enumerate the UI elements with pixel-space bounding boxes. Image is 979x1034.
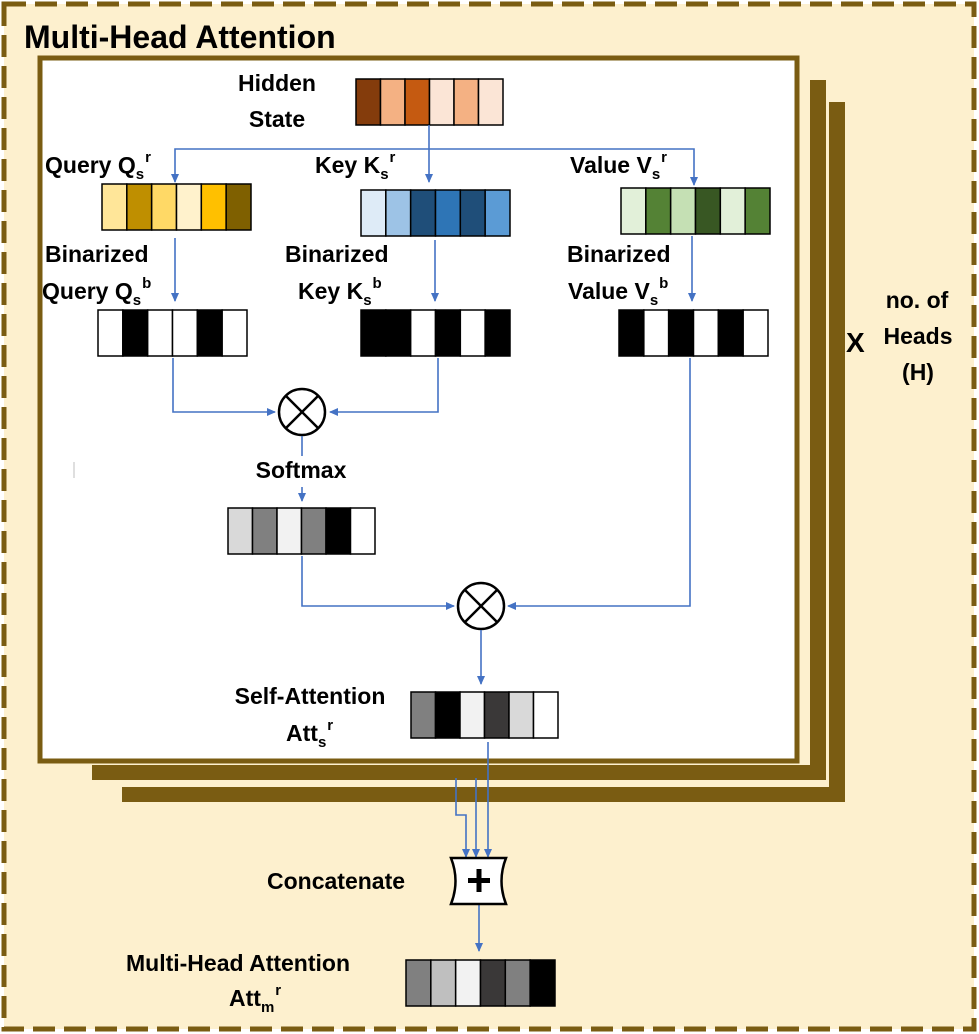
value-vector-cell-2: [645, 187, 672, 235]
value-vector-cell-1: [620, 187, 647, 235]
softmax-vector-cell-6: [349, 507, 376, 555]
self-attention-vector-cell-4: [483, 691, 510, 739]
binarized-query-vector: [97, 309, 248, 357]
binarized-query-vector-cell-6: [221, 309, 248, 357]
hidden-state-vector-cell-6: [477, 78, 504, 126]
binarized-key-label-2: Key Ksb: [298, 275, 382, 309]
query-vector: [101, 183, 252, 231]
title: Multi-Head Attention: [24, 19, 336, 55]
binarized-value-vector-cell-5: [717, 309, 744, 357]
key-vector-cell-4: [434, 189, 462, 237]
multihead-output-label-1: Multi-Head Attention: [126, 950, 350, 976]
multiply-node-qk: [277, 387, 327, 437]
query-vector-cell-5: [200, 183, 227, 231]
query-vector-cell-1: [101, 183, 128, 231]
self-attention-vector-cell-3: [459, 691, 486, 739]
self-attention-label-1: Self-Attention: [235, 683, 386, 709]
binarized-value-vector: [618, 309, 769, 357]
binarized-query-label-2: Query Qsb: [42, 275, 151, 309]
heads-label-3: (H): [902, 359, 934, 385]
softmax-vector-cell-5: [325, 507, 352, 555]
value-vector-cell-6: [744, 187, 771, 235]
self-attention-vector-cell-2: [434, 691, 461, 739]
key-vector: [360, 189, 511, 237]
softmax-vector-cell-3: [276, 507, 303, 555]
binarized-value-vector-cell-2: [643, 309, 670, 357]
binarized-query-vector-cell-1: [97, 309, 124, 357]
query-vector-cell-4: [175, 183, 203, 231]
self-attention-vector-cell-5: [508, 691, 535, 739]
hidden-state-vector-cell-4: [428, 78, 455, 126]
softmax-label: Softmax: [256, 457, 347, 483]
multihead-output-vector-cell-3: [454, 959, 482, 1007]
attention-head-panel: [37, 55, 800, 764]
hidden-state-vector-cell-2: [379, 78, 406, 126]
self-attention-vector: [410, 691, 559, 739]
multiply-node-sv: [456, 581, 506, 631]
hidden-state-vector-cell-3: [404, 78, 431, 126]
hidden-state-vector: [355, 78, 504, 126]
query-vector-cell-2: [126, 183, 153, 231]
softmax-vector-cell-1: [227, 507, 254, 555]
binarized-query-vector-cell-2: [122, 309, 149, 357]
binarized-key-vector-cell-6: [484, 309, 511, 357]
key-vector-cell-1: [360, 189, 387, 237]
multihead-output-vector-cell-1: [405, 959, 432, 1007]
heads-label-1: no. of: [886, 287, 949, 313]
query-label: Query Qsr: [45, 149, 151, 183]
query-vector-cell-6: [225, 183, 252, 231]
multihead-output-vector-cell-6: [529, 959, 556, 1007]
query-vector-cell-3: [150, 183, 178, 231]
self-attention-vector-cell-6: [532, 691, 559, 739]
binarized-value-vector-cell-3: [667, 309, 695, 357]
connector-arrows: [171, 125, 698, 952]
key-vector-cell-3: [409, 189, 437, 237]
self-attention-vector-cell-1: [410, 691, 437, 739]
value-vector-cell-4: [694, 187, 722, 235]
concatenate-label: Concatenate: [267, 868, 405, 894]
binarized-key-vector: [360, 309, 511, 357]
value-vector: [620, 187, 771, 235]
self-attention-label-2: Attsr: [286, 717, 333, 751]
hidden-state-label-2: State: [249, 106, 305, 132]
binarized-key-vector-cell-4: [434, 309, 462, 357]
binarized-key-vector-cell-3: [409, 309, 437, 357]
hidden-state-vector-cell-1: [355, 78, 382, 126]
multihead-output-vector: [405, 959, 556, 1007]
value-vector-cell-5: [719, 187, 746, 235]
binarized-key-vector-cell-1: [360, 309, 387, 357]
multihead-output-vector-cell-5: [504, 959, 531, 1007]
heads-label-2: Heads: [883, 323, 952, 349]
value-vector-cell-3: [669, 187, 697, 235]
multihead-output-label-2: Attmr: [229, 982, 281, 1016]
hidden-state-label-1: Hidden: [238, 70, 316, 96]
multihead-output-vector-cell-2: [430, 959, 457, 1007]
value-label: Value Vsr: [570, 149, 667, 183]
binarized-value-label-1: Binarized: [567, 241, 671, 267]
binarized-value-label-2: Value Vsb: [568, 275, 668, 309]
softmax-vector: [227, 507, 376, 555]
binarized-value-vector-cell-1: [618, 309, 645, 357]
concatenate-node: [449, 856, 508, 906]
key-vector-cell-2: [385, 189, 412, 237]
binarized-value-vector-cell-6: [742, 309, 769, 357]
softmax-vector-cell-4: [300, 507, 327, 555]
binarized-query-vector-cell-4: [171, 309, 199, 357]
binarized-key-vector-cell-2: [385, 309, 412, 357]
binarized-query-label-1: Binarized: [45, 241, 149, 267]
softmax-vector-cell-2: [251, 507, 278, 555]
times-symbol: X: [846, 327, 865, 358]
binarized-key-label-1: Binarized: [285, 241, 389, 267]
binarized-value-vector-cell-4: [692, 309, 720, 357]
binarized-query-vector-cell-3: [146, 309, 174, 357]
key-vector-cell-5: [459, 189, 486, 237]
key-label: Key Ksr: [315, 149, 396, 183]
key-vector-cell-6: [484, 189, 511, 237]
multihead-output-vector-cell-4: [479, 959, 507, 1007]
binarized-key-vector-cell-5: [459, 309, 486, 357]
binarized-query-vector-cell-5: [196, 309, 223, 357]
hidden-state-vector-cell-5: [453, 78, 480, 126]
